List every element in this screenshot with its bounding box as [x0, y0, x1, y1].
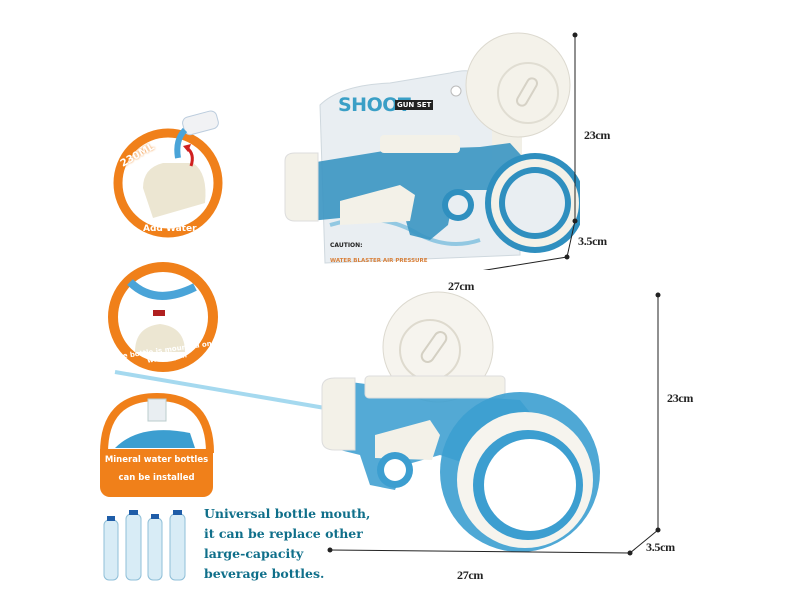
mineral-bottles-banner: Mineral water bottles can be installed	[100, 449, 213, 497]
description-line: beverage bottles.	[204, 566, 325, 581]
description-line: large-capacity	[204, 546, 304, 561]
package-brand: SHOOT	[338, 94, 411, 116]
description-line: it can be replace other	[204, 526, 363, 541]
product-view	[110, 280, 680, 570]
top-width-label: 27cm	[448, 279, 475, 293]
callout-add-water: 230ML Add Water	[113, 108, 228, 243]
mineral-bottles-line1: Mineral water bottles	[104, 455, 209, 465]
callout-mineral-bottles: Mineral water bottles can be installed	[99, 392, 215, 498]
add-water-label: Add Water	[143, 224, 197, 234]
mineral-bottles-line2: can be installed	[118, 473, 195, 483]
package-caution: CAUTION:	[330, 243, 363, 249]
add-water-illustration	[113, 110, 223, 238]
top-depth-label: 3.5cm	[578, 234, 607, 248]
bottom-width-label: 27cm	[457, 568, 484, 582]
bottles-row	[100, 508, 195, 583]
bottom-height-label: 23cm	[667, 391, 694, 405]
mineral-bottle-illustration	[99, 392, 215, 457]
top-height-label: 23cm	[584, 128, 611, 142]
bottles-illustration	[103, 510, 186, 581]
callout-bottle-mounted: The bottle is mounted on a water gun	[105, 262, 225, 372]
product-description: Universal bottle mouth, it can be replac…	[204, 504, 370, 584]
caution-title: CAUTION:	[330, 242, 363, 249]
package-subtitle: WATER BLASTER AIR PRESSURE	[330, 258, 428, 264]
packaged-product	[280, 25, 585, 298]
package-tag: GUN SET	[395, 100, 434, 110]
package-card-illustration	[284, 32, 585, 298]
description-line: Universal bottle mouth,	[204, 506, 371, 521]
bottle-mounted-illustration	[108, 262, 218, 372]
water-gun-illustration	[114, 291, 661, 556]
bottom-depth-label: 3.5cm	[646, 540, 675, 554]
